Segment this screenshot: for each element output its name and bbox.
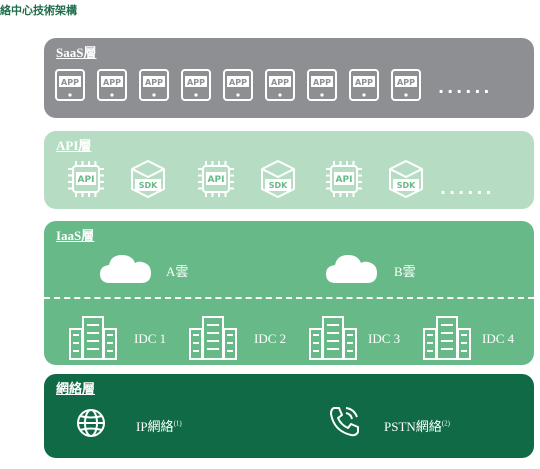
api-layer: API層 API SDK API SDK API SDK ...... [44, 131, 534, 209]
saas-layer-label: SaaS層 [56, 45, 97, 60]
svg-text:APP: APP [145, 78, 163, 87]
svg-text:APP: APP [229, 78, 247, 87]
server-building-icon [68, 313, 118, 361]
pstn-network-footnote: (2) [441, 419, 450, 428]
ip-network-footnote: (1) [173, 419, 182, 428]
app-icon: APP [138, 68, 170, 104]
app-icon: APP [222, 68, 254, 104]
cloud-label-b: B雲 [394, 264, 416, 279]
svg-text:API: API [78, 175, 95, 185]
api-ellipsis: ...... [440, 179, 495, 198]
cloud-icon [96, 249, 156, 289]
app-icon: APP [180, 68, 212, 104]
pstn-network-text: PSTN網絡 [384, 419, 442, 434]
svg-text:APP: APP [355, 78, 373, 87]
sdk-cube-icon: SDK [384, 157, 428, 201]
server-building-icon [308, 313, 358, 361]
cloud-icon [322, 249, 382, 289]
idc-label-3: IDC 3 [368, 331, 401, 346]
api-chip-icon: API [64, 157, 108, 201]
page-title: 絡中心技術架構 [0, 4, 77, 17]
server-building-icon [422, 313, 472, 361]
api-chip-icon: API [322, 157, 366, 201]
sdk-cube-icon: SDK [256, 157, 300, 201]
saas-layer: SaaS層 APP APP APP APP APP APP APP APP AP… [44, 38, 534, 118]
idc-label-1: IDC 1 [134, 331, 167, 346]
svg-text:SDK: SDK [139, 181, 158, 190]
iaas-layer: IaaS層 A雲 B雲 IDC 1 IDC 2 IDC 3 IDC 4 [44, 221, 534, 365]
cloud-label-a: A雲 [166, 264, 189, 279]
svg-text:APP: APP [313, 78, 331, 87]
globe-icon [74, 406, 108, 440]
idc-label-4: IDC 4 [482, 331, 515, 346]
api-layer-label: API層 [56, 138, 92, 153]
svg-text:APP: APP [187, 78, 205, 87]
saas-ellipsis: ...... [438, 78, 493, 97]
app-icon: APP [348, 68, 380, 104]
app-icon: APP [264, 68, 296, 104]
iaas-layer-label: IaaS層 [56, 228, 95, 243]
phone-icon [326, 404, 360, 438]
app-row: APP APP APP APP APP APP APP APP APP ....… [44, 68, 534, 108]
api-chip-icon: API [194, 157, 238, 201]
svg-text:APP: APP [271, 78, 289, 87]
ip-network-label: IP網絡(1) [136, 416, 182, 435]
app-icon: APP [96, 68, 128, 104]
network-layer: 網絡層 IP網絡(1) PSTN網絡(2) [44, 374, 534, 458]
svg-text:APP: APP [61, 78, 79, 87]
pstn-network-label: PSTN網絡(2) [384, 416, 450, 435]
idc-label-2: IDC 2 [254, 331, 287, 346]
app-icon: APP [54, 68, 86, 104]
app-icon: APP [390, 68, 422, 104]
svg-text:API: API [208, 175, 225, 185]
cloud-idc-divider [44, 297, 534, 299]
network-layer-label: 網絡層 [56, 381, 96, 396]
sdk-cube-icon: SDK [126, 157, 170, 201]
app-icon: APP [306, 68, 338, 104]
ip-network-text: IP網絡 [136, 419, 174, 434]
svg-text:API: API [336, 175, 353, 185]
api-row: API SDK API SDK API SDK ...... [44, 157, 534, 205]
svg-text:APP: APP [397, 78, 415, 87]
svg-text:SDK: SDK [397, 181, 416, 190]
svg-text:SDK: SDK [269, 181, 288, 190]
server-building-icon [188, 313, 238, 361]
svg-text:APP: APP [103, 78, 121, 87]
